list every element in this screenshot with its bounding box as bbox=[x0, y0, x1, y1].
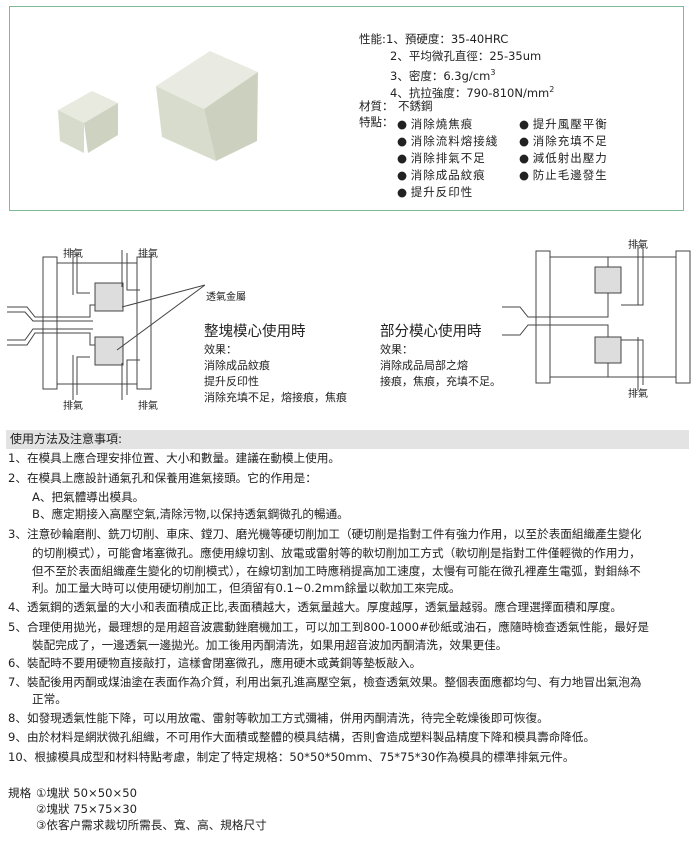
vent-label-right-top: 排氣 bbox=[628, 240, 648, 251]
usage-line: 的切削模式），可能會堵塞微孔。應使用線切割、放電或雷射等的軟切削加工方式（軟切削… bbox=[32, 546, 641, 560]
usage-line: 5、合理使用拋光，最理想的是用超音波震動銼磨機加工，可以加工到800-1000#… bbox=[8, 620, 650, 634]
feature-item: ● 提升反印性 bbox=[397, 184, 498, 201]
usage-line: 2、在模具上應設計通氣孔和保養用進氣接頭。它的作用是： bbox=[8, 471, 317, 485]
spec-pore-diameter: 2、平均微孔直徑：25-35um bbox=[390, 49, 542, 63]
tensile-text: 4、抗拉強度：790-810N/mm bbox=[390, 85, 550, 100]
material-value: 不銹鋼 bbox=[398, 99, 433, 113]
feature-item: ● 減低射出壓力 bbox=[519, 150, 608, 167]
usage-heading: 使用方法及注意事項: bbox=[6, 430, 689, 449]
permeable-metal-callout: 透氣金屬 bbox=[206, 292, 246, 303]
sizes-label: 規格 bbox=[8, 786, 32, 800]
spec-tensile: 4、抗拉強度：790-810N/mm2 bbox=[390, 84, 554, 99]
bullet-icon: ● bbox=[397, 168, 411, 182]
vent-label-top-left: 排氣 bbox=[63, 249, 83, 260]
feature-item: ● 消除充填不足 bbox=[519, 133, 608, 150]
feature-item: ● 消除排氣不足 bbox=[397, 150, 498, 167]
usage-line: 7、裝配後用丙酮或煤油塗在表面作為介質，利用出氣孔進高壓空氣，檢查透氣效果。整個… bbox=[8, 675, 642, 689]
feature-item: ● 消除成品紋痕 bbox=[397, 167, 498, 184]
full-core-effect-3: 消除充填不足，熔接痕，焦痕 bbox=[204, 391, 347, 404]
usage-line: 8、如發現透氣性能下降，可以用放電、雷射等軟加工方式彌補，併用丙酮清洗，待完全乾… bbox=[8, 711, 549, 725]
usage-line: 但不至於表面組織產生變化的切削模式），在線切割加工時應稍提高加工速度，太慢有可能… bbox=[32, 564, 641, 578]
usage-line: A、把氣體導出模具。 bbox=[32, 490, 145, 504]
partial-core-effect-1: 消除成品局部之熔 bbox=[380, 359, 468, 372]
product-cubes-image bbox=[58, 51, 258, 161]
feature-text: 消除成品紋痕 bbox=[410, 168, 486, 182]
usage-line: 1、在模具上應合理安排位置、大小和數量。建議在動模上使用。 bbox=[8, 451, 341, 465]
performance-label: 性能: bbox=[359, 32, 386, 46]
size-item-3: ③依客户需求裁切所需長、寬、高、規格尺寸 bbox=[36, 818, 267, 832]
feature-item: ● 消除燒焦痕 bbox=[397, 116, 498, 133]
bullet-icon: ● bbox=[519, 151, 533, 165]
feature-text: 防止毛邊發生 bbox=[532, 168, 608, 182]
usage-line: 9、由於材料是網狀微孔組織，不可用作大面積或整體的模具結構，否則會造成塑料製品精… bbox=[8, 730, 596, 744]
bullet-icon: ● bbox=[397, 117, 411, 131]
full-core-effect-label: 效果： bbox=[204, 343, 237, 356]
feature-item: ● 消除流料熔接綫 bbox=[397, 133, 498, 150]
features-label: 特點： bbox=[359, 115, 394, 129]
bullet-icon: ● bbox=[397, 151, 411, 165]
usage-line: 4、透氣鋼的透氣量的大小和表面積成正比,表面積越大，透氣量越大。厚度越厚，透氣量… bbox=[8, 600, 622, 614]
usage-line: 正常。 bbox=[32, 692, 67, 706]
bullet-icon: ● bbox=[519, 117, 533, 131]
partial-core-title: 部分模心使用時 bbox=[380, 324, 482, 340]
bullet-icon: ● bbox=[397, 185, 411, 199]
usage-line: B、應定期接入高壓空氣,清除污物,以保持透氣鋼微孔的暢通。 bbox=[32, 507, 349, 521]
partial-core-effect-2: 接痕，焦痕，充填不足。 bbox=[380, 375, 501, 388]
vent-label-bottom-right: 排氣 bbox=[138, 401, 158, 412]
feature-text: 減低射出壓力 bbox=[532, 151, 608, 165]
vent-label-top-right: 排氣 bbox=[138, 249, 158, 260]
density-text: 3、密度：6.3g/cm bbox=[390, 68, 491, 83]
partial-core-mold-diagram bbox=[502, 245, 691, 390]
vent-label-right-bottom: 排氣 bbox=[628, 389, 648, 400]
spec-density: 3、密度：6.3g/cm3 bbox=[390, 67, 495, 82]
partial-core-effect-label: 效果： bbox=[380, 343, 413, 356]
tensile-sup: 2 bbox=[549, 85, 555, 94]
vent-label-bottom-left: 排氣 bbox=[63, 401, 83, 412]
feature-item: ● 提升風壓平衡 bbox=[519, 116, 608, 133]
bullet-icon: ● bbox=[519, 168, 533, 182]
full-core-mold-diagram bbox=[7, 250, 205, 400]
usage-line: 裝配完成了，一邊透氣一邊拋光。加工後用丙酮清洗，如果用超音波加丙酮清洗，效果更佳… bbox=[32, 638, 508, 652]
density-sup: 3 bbox=[490, 68, 496, 77]
usage-line: 3、注意砂輪磨削、銑刀切削、車床、鏜刀、磨光機等硬切削加工（硬切削是指對工件有強… bbox=[8, 527, 642, 541]
full-core-title: 整塊模心使用時 bbox=[204, 324, 306, 340]
bullet-icon: ● bbox=[397, 134, 411, 148]
product-info-box bbox=[9, 6, 684, 211]
feature-text: 消除充填不足 bbox=[532, 134, 608, 148]
spec-hardness: 1、預硬度：35-40HRC bbox=[386, 32, 509, 46]
size-item-1: ①塊狀 50×50×50 bbox=[36, 786, 137, 800]
feature-item: ● 防止毛邊發生 bbox=[519, 167, 608, 184]
feature-text: 消除流料熔接綫 bbox=[410, 134, 499, 148]
features-column-2: ● 提升風壓平衡● 消除充填不足● 減低射出壓力● 防止毛邊發生 bbox=[519, 116, 608, 184]
small-cube-icon bbox=[58, 91, 118, 153]
feature-text: 提升風壓平衡 bbox=[532, 117, 608, 131]
feature-text: 提升反印性 bbox=[410, 185, 474, 199]
large-cube-icon bbox=[156, 51, 258, 161]
full-core-effect-1: 消除成品紋痕 bbox=[204, 359, 270, 372]
features-column-1: ● 消除燒焦痕● 消除流料熔接綫● 消除排氣不足● 消除成品紋痕● 提升反印性 bbox=[397, 116, 498, 201]
full-core-effect-2: 提升反印性 bbox=[204, 375, 259, 388]
usage-line: 10、根據模具成型和材料特點考慮，制定了特定規格：50*50*50mm、75*7… bbox=[8, 750, 575, 764]
feature-text: 消除排氣不足 bbox=[410, 151, 486, 165]
usage-line: 6、裝配時不要用硬物直接敲打，這樣會閉塞微孔，應用硬木或黃銅等墊板敲入。 bbox=[8, 656, 422, 670]
feature-text: 消除燒焦痕 bbox=[410, 117, 474, 131]
size-item-2: ②塊狀 75×75×30 bbox=[36, 802, 137, 816]
bullet-icon: ● bbox=[519, 134, 533, 148]
material-label: 材質： bbox=[359, 99, 394, 113]
usage-line: 利。加工量大時可以使用硬切削加工，但須留有0.1~0.2mm餘量以軟加工來完成。 bbox=[32, 581, 461, 595]
